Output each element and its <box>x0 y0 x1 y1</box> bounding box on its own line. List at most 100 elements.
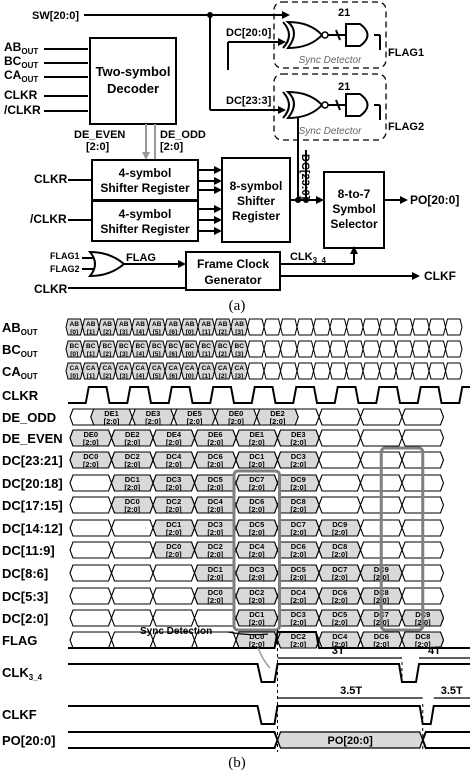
bus-cell-label: DC7 <box>332 565 347 574</box>
bus-cell-label: DC4 <box>291 588 307 597</box>
bus-cell-label: DC8 <box>291 497 306 506</box>
bus-empty-cell <box>401 564 445 582</box>
sync-detection-label: Sync Detection <box>140 626 212 637</box>
symbol-cell-label: CA <box>169 365 179 372</box>
t35b-label: 3.5T <box>441 685 463 697</box>
de-even-arrow <box>142 152 150 160</box>
bus-cell-label: DC1 <box>249 610 264 619</box>
bus-cell-bits: [2:0] <box>290 505 306 514</box>
bus-empty-cell <box>401 519 445 537</box>
bus-empty-cell <box>193 609 237 627</box>
symbol-cell-label: AB <box>103 321 113 328</box>
symbol-cell <box>345 362 364 380</box>
symbol-cell <box>329 362 348 380</box>
bus-empty-cell <box>69 631 113 649</box>
sw-arrow <box>282 11 290 19</box>
bus-cell-label: DE2 <box>270 409 285 418</box>
symbol-cell-index: [3] <box>235 351 243 358</box>
bus-cell-label: DE0 <box>83 430 98 439</box>
symbol-cell-label: BC <box>136 343 146 350</box>
symbol-cell-index: [2] <box>219 373 227 380</box>
bus-empty-cell <box>110 564 154 582</box>
bus-cell-bits: [2:0] <box>270 417 286 426</box>
ca-out-label: CAOUT <box>4 68 38 84</box>
bus-cell-bits: [2:0] <box>249 596 265 605</box>
bus-cell-bits: [2:0] <box>166 438 182 447</box>
signal-label: DC[2:0] <box>2 611 48 626</box>
bus-cell-label: DC3 <box>291 610 306 619</box>
bus-empty-cell <box>110 587 154 605</box>
symbol-cell-label: CA <box>202 365 212 372</box>
po-arrow <box>400 196 408 204</box>
bus-empty-cell <box>152 564 196 582</box>
bus-empty-cell <box>401 587 445 605</box>
bus-cell-label: DE1 <box>104 409 119 418</box>
bus-cell-label: DE6 <box>208 430 223 439</box>
xnor2-count: 21 <box>338 81 350 93</box>
shifter-bus-arrows <box>198 166 222 235</box>
bus-data-cell <box>256 408 299 426</box>
symbol-cell <box>246 340 265 358</box>
symbol-cell-index: [2] <box>103 373 111 380</box>
bus-empty-cell <box>69 519 113 537</box>
two-symbol-decoder-block <box>89 37 177 125</box>
bus-empty-cell <box>401 451 445 469</box>
xnor1-bus-mark <box>335 29 341 41</box>
bus-cell-label: DE2 <box>125 430 140 439</box>
bus-cell-bits: [2:0] <box>124 460 140 469</box>
symbol-cell <box>263 362 282 380</box>
sync-to-clk-pointer <box>257 647 271 669</box>
symbol-selector-block <box>323 171 385 249</box>
symbol-cell-label: CA <box>152 365 162 372</box>
bus-cell-label: DC7 <box>249 475 264 484</box>
clkr-shift-label: CLKR <box>34 172 68 186</box>
bus-cell-bits: [2:0] <box>332 528 348 537</box>
bus-cell-label: DC9 <box>291 475 306 484</box>
bus-cell-label: DC0 <box>125 497 140 506</box>
symbol-cell-index: [4] <box>136 351 144 358</box>
bus-cell-label: DC4 <box>166 452 182 461</box>
xnor-gate-1 <box>285 20 324 50</box>
bus-cell-bits: [2:0] <box>373 640 389 649</box>
bus-empty-cell <box>318 408 362 426</box>
bus-cell-bits: [2:0] <box>415 640 431 649</box>
bus-empty-cell <box>401 474 445 492</box>
xnor-gate-2-bubble <box>321 101 329 109</box>
bus-cell-bits: [2:0] <box>290 483 306 492</box>
bus-empty-cell <box>359 429 403 447</box>
signal-label: BCOUT <box>2 342 38 359</box>
symbol-cell-index: [3] <box>120 373 128 380</box>
signal-label: DE_EVEN <box>2 431 63 446</box>
flag-waveform <box>68 631 470 649</box>
symbol-cell-index: [2] <box>219 329 227 336</box>
symbol-cell-label: AB <box>235 321 245 328</box>
symbol-cell-label: CA <box>86 365 96 372</box>
bus-empty-cell <box>318 451 362 469</box>
bus-cell-label: DC2 <box>291 632 306 641</box>
signal-label: CLKR <box>2 388 39 403</box>
symbol-cell <box>362 318 381 336</box>
dc-bot-label: DC[23:3] <box>226 95 272 107</box>
timing-diagram: ABOUTBCOUTCAOUTCLKRDE_ODDDE_EVENDC[23:21… <box>2 318 470 752</box>
symbol-cell <box>329 340 348 358</box>
bus-cell-bits: [2:0] <box>249 573 265 582</box>
bus-cell-label: DC7 <box>291 520 306 529</box>
sync-detector-2-label: Sync Detector <box>299 126 362 137</box>
flag-label: FLAG <box>126 252 156 264</box>
symbol-cell <box>444 318 463 336</box>
bus-empty-cell <box>401 429 445 447</box>
bus-cell-bits: [2:0] <box>290 528 306 537</box>
bus-cell-label: DC9 <box>332 520 347 529</box>
bus-cell-bits: [2:0] <box>290 618 306 627</box>
symbol-cell <box>395 362 414 380</box>
bus-cell-label: DC0 <box>208 588 223 597</box>
shifter8-block <box>221 157 291 243</box>
signal-label: PO[20:0] <box>2 733 55 748</box>
symbol-cell <box>378 340 397 358</box>
bus-cell-bits: [2:0] <box>104 417 120 426</box>
shifter4-bottom-line1: 4-symbol <box>119 207 172 221</box>
symbol-cell-index: [0] <box>70 329 78 336</box>
signal-label: DC[5:3] <box>2 589 48 604</box>
symbol-cell <box>411 318 430 336</box>
